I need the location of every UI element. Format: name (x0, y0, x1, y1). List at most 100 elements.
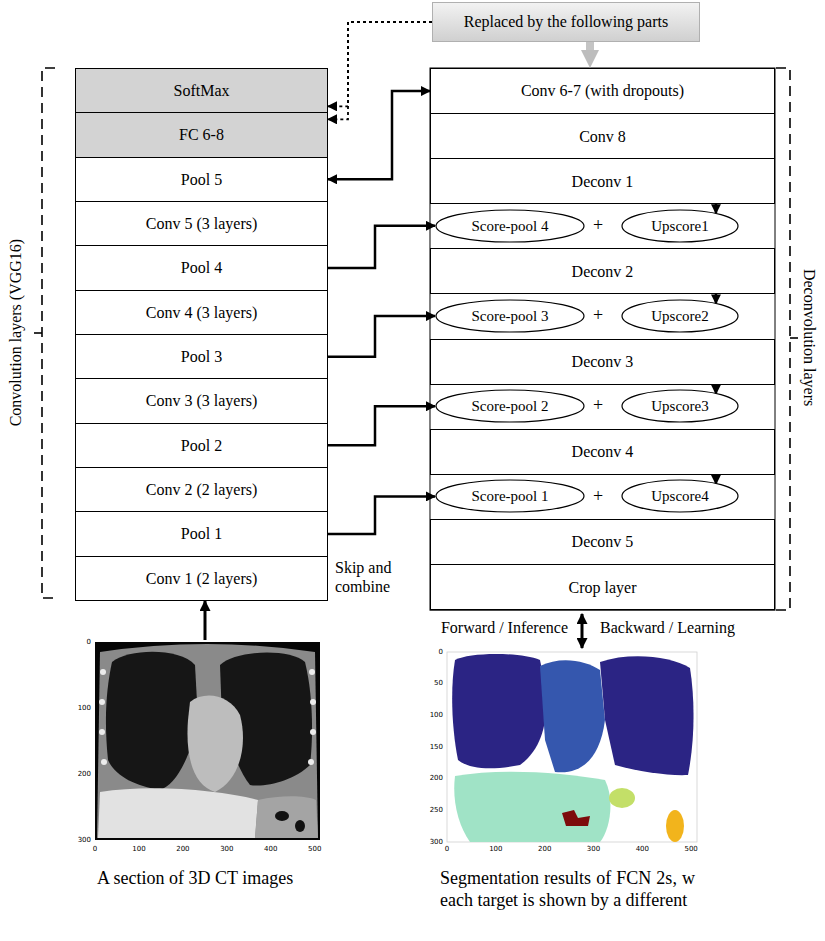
layer-name: Conv 3 (3 layers) (146, 391, 258, 410)
vgg-layer-box: Conv 3 (3 layers) (75, 378, 328, 423)
upscore-ellipse: Upscore4 (621, 479, 739, 513)
layer-name: Deconv 5 (572, 532, 634, 551)
layer-name: FC 6-8 (179, 125, 224, 144)
layer-name: Deconv 3 (572, 352, 634, 371)
ct-body (97, 644, 318, 838)
bracket-label: Convolution layers (VGG16) (6, 239, 25, 427)
segment-lung (452, 654, 548, 768)
ct-gas (275, 811, 289, 821)
layer-name: Deconv 4 (572, 442, 634, 461)
layer-name: Conv 8 (579, 127, 626, 146)
plus-sign: + (593, 215, 603, 237)
pool5-link-arrow (328, 91, 430, 179)
annotation: Skip and combine (335, 558, 427, 596)
layer-name: Score-pool 1 (471, 487, 548, 505)
layer-name: Deconv 2 (572, 262, 634, 281)
tick-label: 200 (78, 770, 91, 778)
deconv-layer-box: Deconv 5 (430, 519, 775, 565)
tick-label: 300 (78, 836, 91, 844)
tick-label: 200 (176, 845, 189, 853)
replacement-arrow (328, 22, 432, 119)
header-text: Replaced by the following parts (464, 12, 668, 31)
ct-lung (106, 652, 198, 790)
ct-image (95, 642, 320, 840)
bracket-label: Deconvolution layers (800, 269, 819, 406)
deconv-layer-box: Deconv 4 (430, 429, 775, 475)
layer-name: Upscore2 (651, 307, 708, 325)
score-pool-ellipse: Score-pool 1 (435, 479, 585, 513)
layer-name: Pool 2 (181, 436, 222, 455)
bracket (42, 68, 55, 598)
vgg-layer-box: SoftMax (75, 68, 328, 113)
bracket (776, 68, 790, 610)
layer-name: Score-pool 4 (471, 217, 548, 235)
tick-label: 100 (430, 711, 443, 719)
layer-name: Pool 4 (181, 258, 222, 277)
vgg-layer-box: Pool 2 (75, 423, 328, 468)
vgg-layer-box: Pool 5 (75, 157, 328, 202)
ct-abdomen (255, 796, 318, 838)
segmentation-image (447, 652, 697, 842)
vgg-layer-box: Pool 1 (75, 511, 328, 556)
ct-background (95, 642, 320, 840)
replacement-header: Replaced by the following parts (432, 2, 700, 42)
replacement-arrow (328, 22, 432, 106)
ellipse-outline (436, 300, 584, 332)
direction-label: Backward / Learning (600, 618, 735, 637)
ct-rib (309, 669, 315, 675)
conv-layer-box: Conv 6-7 (with dropouts) (430, 68, 775, 114)
tick-label: 0 (445, 845, 449, 853)
ct-rib (310, 699, 316, 705)
ct-rib (308, 759, 314, 765)
layer-name: Deconv 1 (572, 172, 634, 191)
replacement-block-arrow (586, 42, 594, 68)
image-caption: Segmentation results of FCN 2s, w each t… (440, 868, 695, 911)
tick-label: 400 (264, 845, 277, 853)
ct-rib (99, 729, 105, 735)
ct-rib (100, 669, 106, 675)
deconv-layer-box: Deconv 1 (430, 158, 775, 204)
tick-label: 150 (430, 743, 443, 751)
conv-layer-box: Conv 8 (430, 113, 775, 159)
plus-sign: + (593, 486, 603, 508)
deconv-layer-box: Deconv 3 (430, 339, 775, 385)
tick-label: 500 (684, 845, 697, 853)
layer-name: Conv 2 (2 layers) (146, 480, 258, 499)
segment-organ (562, 810, 590, 826)
image-caption: A section of 3D CT images (97, 868, 293, 890)
ct-rib (99, 699, 105, 705)
layer-name: Score-pool 2 (471, 397, 548, 415)
ellipse-outline (622, 300, 738, 332)
skip-arrow (328, 226, 435, 268)
ellipse-outline (436, 210, 584, 242)
layer-name: Score-pool 3 (471, 307, 548, 325)
upscore-ellipse: Upscore2 (621, 299, 739, 333)
segment-organ (609, 788, 635, 808)
vgg-layer-box: Pool 3 (75, 334, 328, 379)
crop-layer-box: Crop layer (430, 564, 775, 610)
tick-label: 100 (132, 845, 145, 853)
vgg-layer-box: FC 6-8 (75, 112, 328, 157)
skip-arrow (328, 496, 435, 534)
upscore-ellipse: Upscore1 (621, 209, 739, 243)
vgg-layer-box: Conv 1 (2 layers) (75, 556, 328, 601)
tick-label: 0 (87, 638, 91, 646)
layer-name: Pool 1 (181, 524, 222, 543)
ct-liver (98, 788, 258, 838)
skip-arrow (328, 316, 435, 357)
vgg-layer-box: Conv 2 (2 layers) (75, 467, 328, 512)
bracket-tick (790, 337, 798, 339)
tick-label: 300 (220, 845, 233, 853)
ct-heart (187, 696, 243, 792)
skip-arrow (328, 406, 435, 445)
tick-label: 0 (439, 648, 443, 656)
output-arrow (581, 614, 584, 648)
plus-sign: + (593, 305, 603, 327)
layer-name: Pool 5 (181, 170, 222, 189)
plot-frame (447, 652, 697, 842)
layer-name: Conv 1 (2 layers) (146, 569, 258, 588)
segment-liver (454, 772, 610, 842)
tick-label: 100 (78, 704, 91, 712)
score-pool-ellipse: Score-pool 3 (435, 299, 585, 333)
ellipse-outline (622, 390, 738, 422)
